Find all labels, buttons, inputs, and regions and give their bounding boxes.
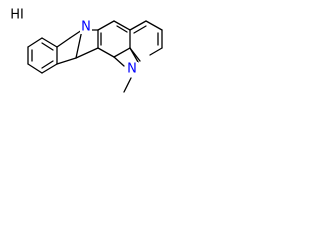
chemical-structure-diagram: HI N N [10, 8, 163, 93]
bond-lines [27, 20, 163, 93]
bond-double-inner [116, 25, 128, 33]
bond [113, 47, 131, 58]
atom-labels: HI N N [10, 8, 138, 77]
bond-double-inner [41, 42, 54, 51]
bond [113, 20, 131, 31]
bond [27, 37, 43, 48]
bond [129, 20, 147, 31]
bond [97, 47, 115, 58]
bond [27, 63, 43, 74]
bond [75, 29, 83, 59]
indole-nitrogen-label: N [81, 20, 91, 35]
bond [123, 77, 132, 93]
bond [56, 37, 71, 48]
bond [113, 56, 125, 67]
bond [41, 37, 58, 48]
bond [149, 47, 163, 56]
bond [41, 63, 58, 74]
pyridinium-nitrogen-label: N [127, 62, 137, 77]
salt-label: HI [10, 8, 24, 23]
bond [145, 20, 163, 31]
bond [75, 47, 99, 59]
bond [97, 20, 115, 31]
bond-double-inner [133, 25, 147, 34]
bond [129, 47, 139, 63]
bond-double-inner [41, 60, 54, 69]
bond [56, 57, 77, 65]
